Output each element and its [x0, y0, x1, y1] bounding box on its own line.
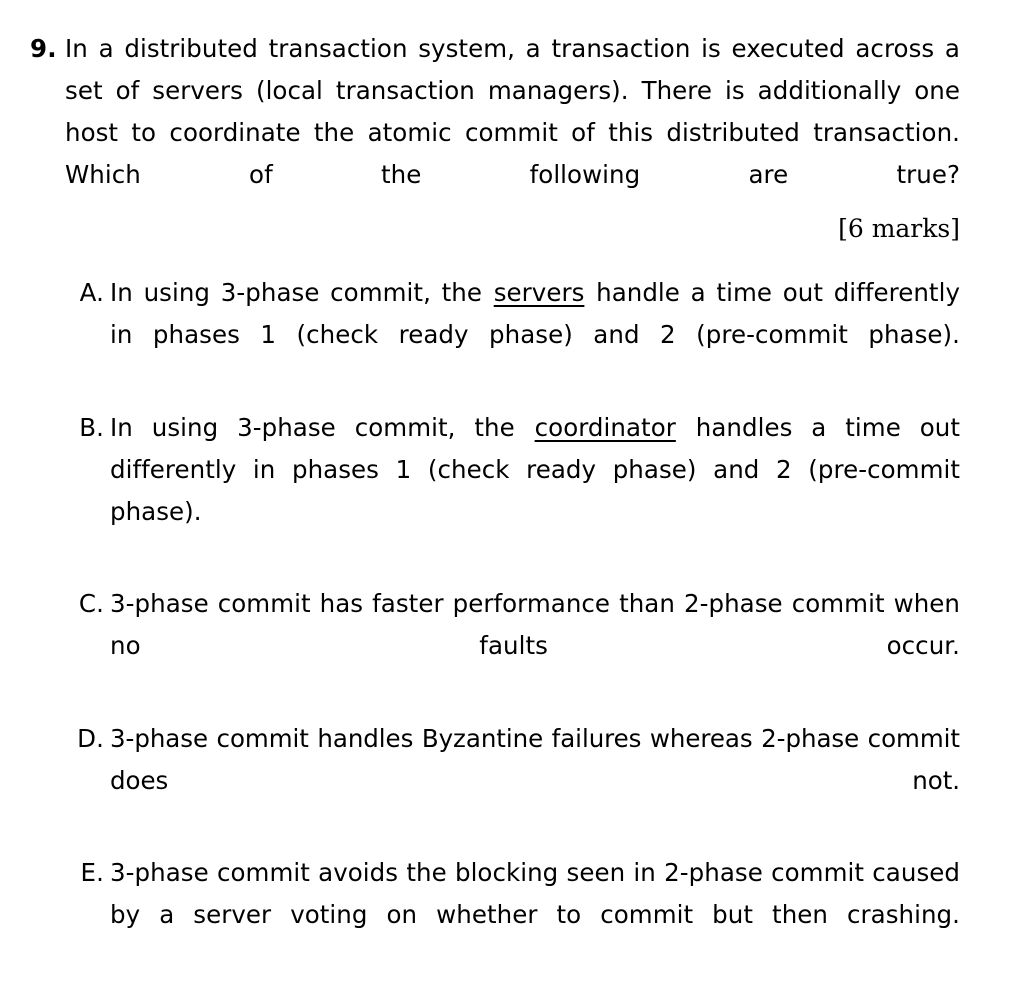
exam-question-page: 9. In a distributed transaction system, … [30, 28, 961, 929]
option-b-text-after: handles a time out differently in phases… [110, 412, 960, 526]
option-b-underlined-term: coordinator [534, 412, 676, 442]
option-row-b[interactable]: B. In using 3-phase commit, the coordina… [30, 407, 960, 575]
option-row-d[interactable]: D. 3-phase commit handles Byzantine fail… [30, 718, 960, 844]
option-letter-a: A. [79, 278, 104, 307]
option-text-b: In using 3-phase commit, the coordinator… [110, 407, 960, 575]
question-statement: In a distributed transaction system, a t… [65, 34, 960, 189]
option-letter-d: D. [77, 723, 104, 753]
marks-allocation: [6 marks] [838, 214, 960, 243]
option-text-a: In using 3-phase commit, the servers han… [110, 272, 960, 398]
option-letter-c: C. [78, 589, 104, 618]
option-row-a[interactable]: A. In using 3-phase commit, the servers … [30, 272, 960, 398]
option-row-c[interactable]: C. 3-phase commit has faster performance… [30, 583, 960, 709]
option-text-c: 3-phase commit has faster performance th… [110, 589, 960, 660]
option-letter-e: E. [80, 858, 104, 887]
option-b-text-before: In using 3-phase commit, the [110, 412, 534, 442]
option-a-underlined-term: servers [493, 278, 585, 307]
option-row-e[interactable]: E. 3-phase commit avoids the blocking se… [30, 852, 960, 978]
option-a-text-before: In using 3-phase commit, the [110, 278, 493, 307]
question-block: 9. In a distributed transaction system, … [30, 28, 960, 238]
question-number: 9. [30, 34, 57, 63]
option-a-text-after: handle a time out differently in phases … [110, 278, 960, 349]
option-letter-b: B. [79, 412, 104, 442]
option-text-d: 3-phase commit handles Byzantine failure… [110, 723, 960, 795]
option-text-e: 3-phase commit avoids the blocking seen … [110, 858, 960, 929]
options-list: A. In using 3-phase commit, the servers … [30, 272, 960, 987]
